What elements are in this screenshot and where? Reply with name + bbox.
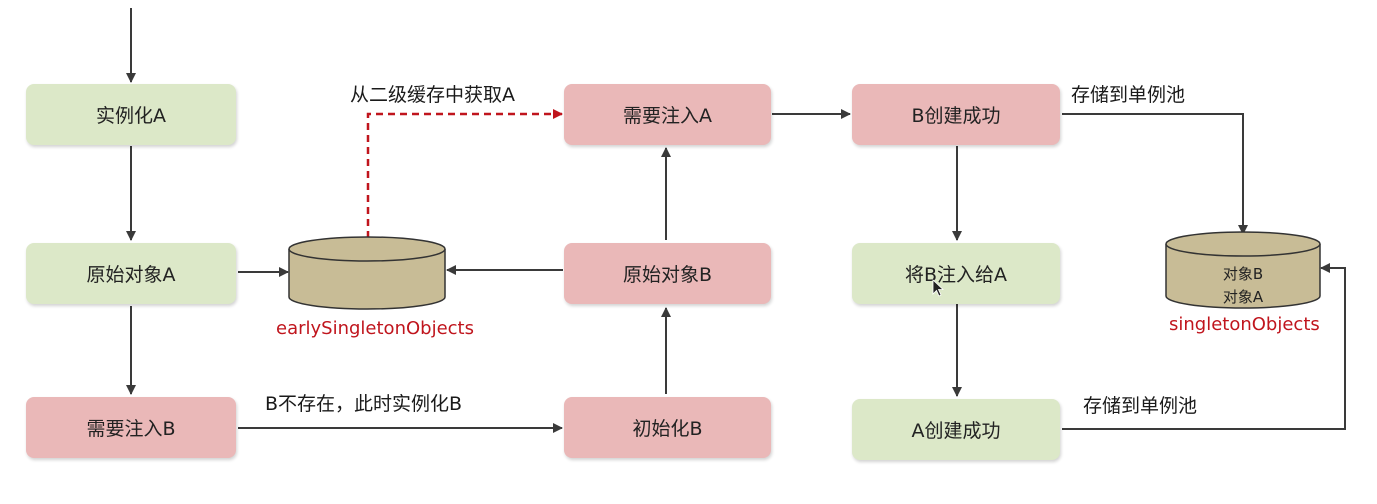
early-cache-cylinder	[288, 236, 446, 310]
box-init-b: 初始化B	[564, 397, 771, 458]
box-raw-object-b: 原始对象B	[564, 243, 771, 304]
mouse-cursor-icon	[932, 279, 944, 297]
arrow-a-created-to-singleton	[1062, 263, 1346, 430]
box-need-inject-b: 需要注入B	[26, 397, 236, 458]
box-inject-b-to-a: 将B注入给A	[852, 243, 1060, 304]
label-store-pool-bottom: 存储到单例池	[1083, 395, 1198, 417]
singleton-entry-a: 对象A	[1222, 288, 1264, 306]
singleton-entry-b: 对象B	[1222, 265, 1264, 283]
box-b-created: B创建成功	[852, 84, 1060, 145]
box-raw-object-a: 原始对象A	[26, 243, 236, 304]
label-b-not-exist: B不存在，此时实例化B	[265, 393, 463, 415]
early-cache-name: earlySingletonObjects	[276, 318, 474, 339]
arrow-b-created-to-singleton	[1062, 113, 1248, 235]
box-a-created: A创建成功	[852, 399, 1060, 460]
singleton-cache-name: singletonObjects	[1169, 314, 1320, 335]
box-need-inject-a: 需要注入A	[564, 84, 771, 145]
box-instantiate-a: 实例化A	[26, 84, 236, 145]
dashed-arrow-early-cache-to-inject-a	[366, 109, 563, 238]
singleton-cache-cylinder	[1165, 231, 1321, 309]
label-store-pool-top: 存储到单例池	[1071, 84, 1186, 106]
label-from-second-cache: 从二级缓存中获取A	[350, 84, 515, 106]
